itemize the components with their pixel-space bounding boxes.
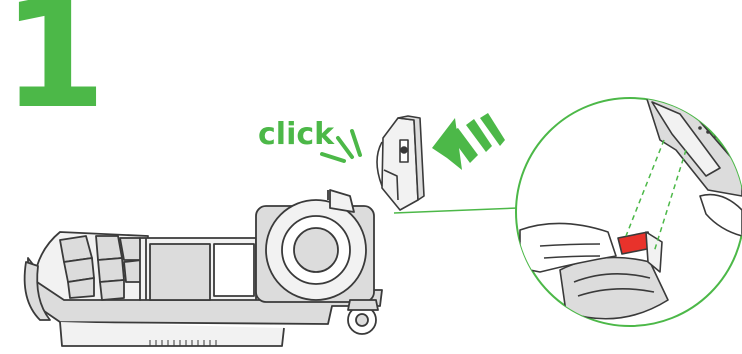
step-number: 1 [2,0,100,130]
callout-line [394,208,518,213]
click-label: click [258,118,334,152]
detached-part [377,116,424,210]
vacuum-body [25,190,382,346]
insert-arrow-icon [432,113,505,170]
zoom-detail [516,96,742,326]
